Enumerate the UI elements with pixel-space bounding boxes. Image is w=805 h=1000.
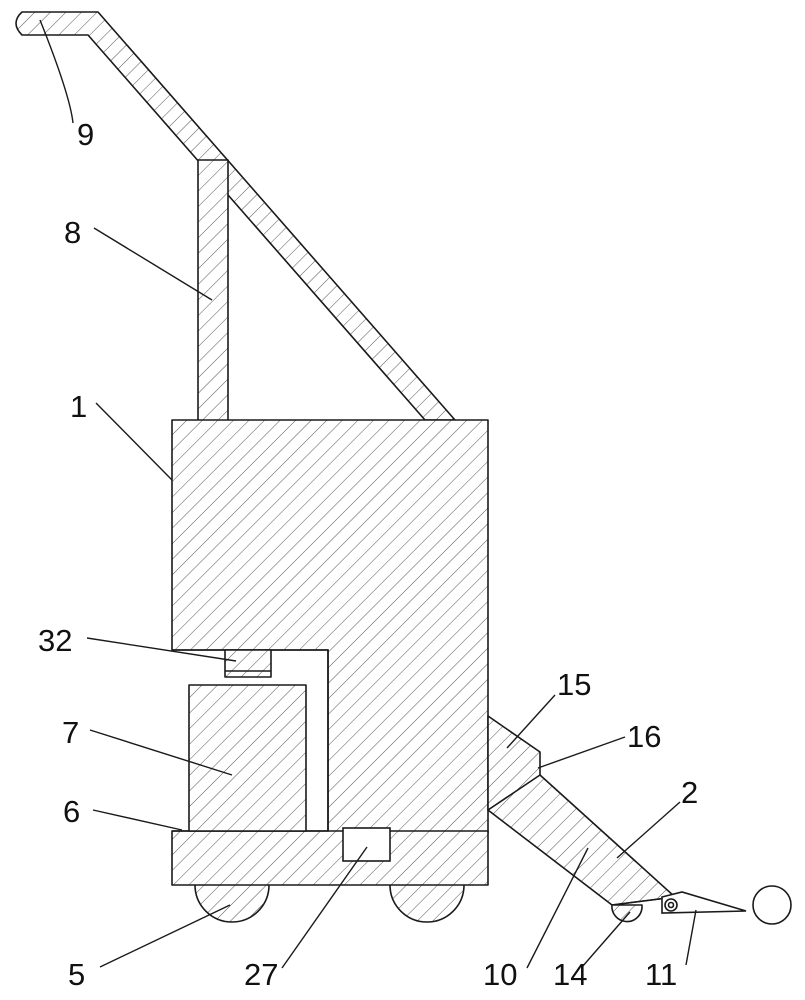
label-2: 2 — [681, 775, 698, 810]
label-16: 16 — [627, 719, 661, 754]
leader-27 — [281, 846, 368, 969]
leader-5 — [99, 904, 231, 968]
component-7 — [188, 684, 307, 832]
label-32: 32 — [38, 623, 72, 658]
handle-grip — [15, 11, 456, 421]
label-11: 11 — [645, 957, 677, 992]
leader-9 — [39, 19, 74, 124]
label-15: 15 — [557, 667, 591, 702]
blade-11 — [661, 891, 747, 914]
label-7: 7 — [62, 715, 79, 750]
leader-7 — [89, 729, 233, 776]
label-6: 6 — [63, 794, 80, 829]
arm-main — [487, 774, 676, 906]
support-post — [197, 159, 229, 423]
leader-10 — [526, 847, 589, 969]
label-10: 10 — [483, 957, 517, 992]
label-8: 8 — [64, 215, 81, 250]
component-32 — [224, 649, 272, 678]
label-1: 1 — [70, 389, 87, 424]
leader-16 — [537, 736, 626, 769]
label-5: 5 — [68, 957, 85, 992]
leader-6 — [92, 809, 183, 831]
label-9: 9 — [77, 117, 94, 152]
leader-8 — [93, 227, 213, 301]
leader-32 — [86, 637, 237, 662]
ball — [752, 885, 792, 925]
leader-1 — [95, 402, 173, 481]
leader-14 — [581, 911, 631, 968]
label-14: 14 — [553, 957, 587, 992]
leader-15 — [506, 694, 556, 749]
leader-2 — [616, 801, 681, 859]
pivot-pin-inner — [667, 901, 675, 909]
component-27 — [342, 827, 391, 862]
leader-11 — [685, 909, 697, 966]
base-plate — [171, 830, 489, 886]
label-27: 27 — [244, 957, 278, 992]
roller-14 — [611, 904, 643, 923]
